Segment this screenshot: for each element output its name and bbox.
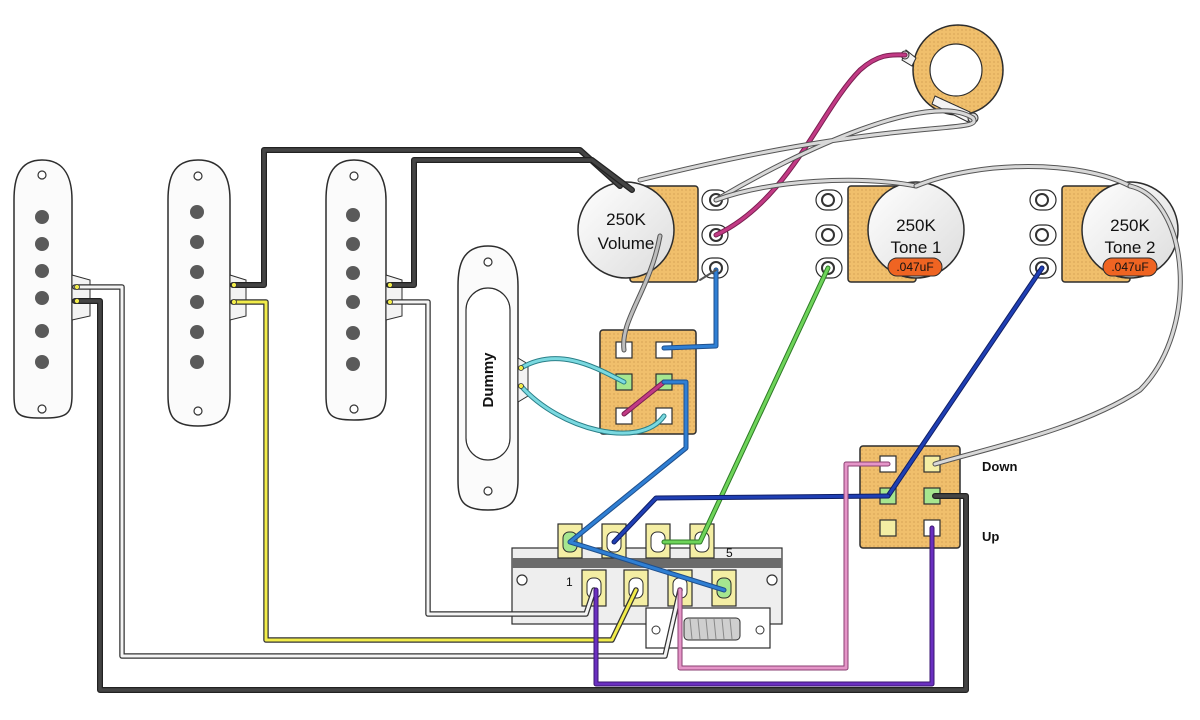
bridge-pickup	[325, 159, 403, 421]
middle-pickup	[167, 159, 247, 427]
tone1-pot: 250K Tone 1 .047uF	[815, 181, 965, 283]
dummy-label: Dummy	[480, 352, 497, 408]
dummy-coil: Dummy	[457, 245, 529, 511]
pushpull-up-label: Up	[982, 529, 999, 544]
tone2-pot: 250K Tone 2 .047uF	[1029, 181, 1179, 283]
selector-label-1: 1	[566, 575, 573, 589]
volume-pot-name: Volume	[598, 234, 655, 253]
wires	[72, 52, 1183, 693]
tone2-pot-name: Tone 2	[1104, 238, 1155, 257]
five-way-selector	[511, 523, 783, 649]
output-jack	[900, 24, 1004, 124]
tone1-pot-name: Tone 1	[890, 238, 941, 257]
pickup-lead-ends	[74, 282, 524, 389]
dummy-switch	[599, 329, 697, 435]
neck-pickup	[13, 159, 91, 419]
selector-label-5: 5	[726, 546, 733, 560]
tone1-cap-label: .047uF	[896, 260, 933, 274]
volume-pot-value: 250K	[606, 210, 646, 229]
pushpull-down-label: Down	[982, 459, 1017, 474]
tone2-cap-label: .047uF	[1111, 260, 1148, 274]
tone1-pot-value: 250K	[896, 216, 936, 235]
tone2-pot-value: 250K	[1110, 216, 1150, 235]
